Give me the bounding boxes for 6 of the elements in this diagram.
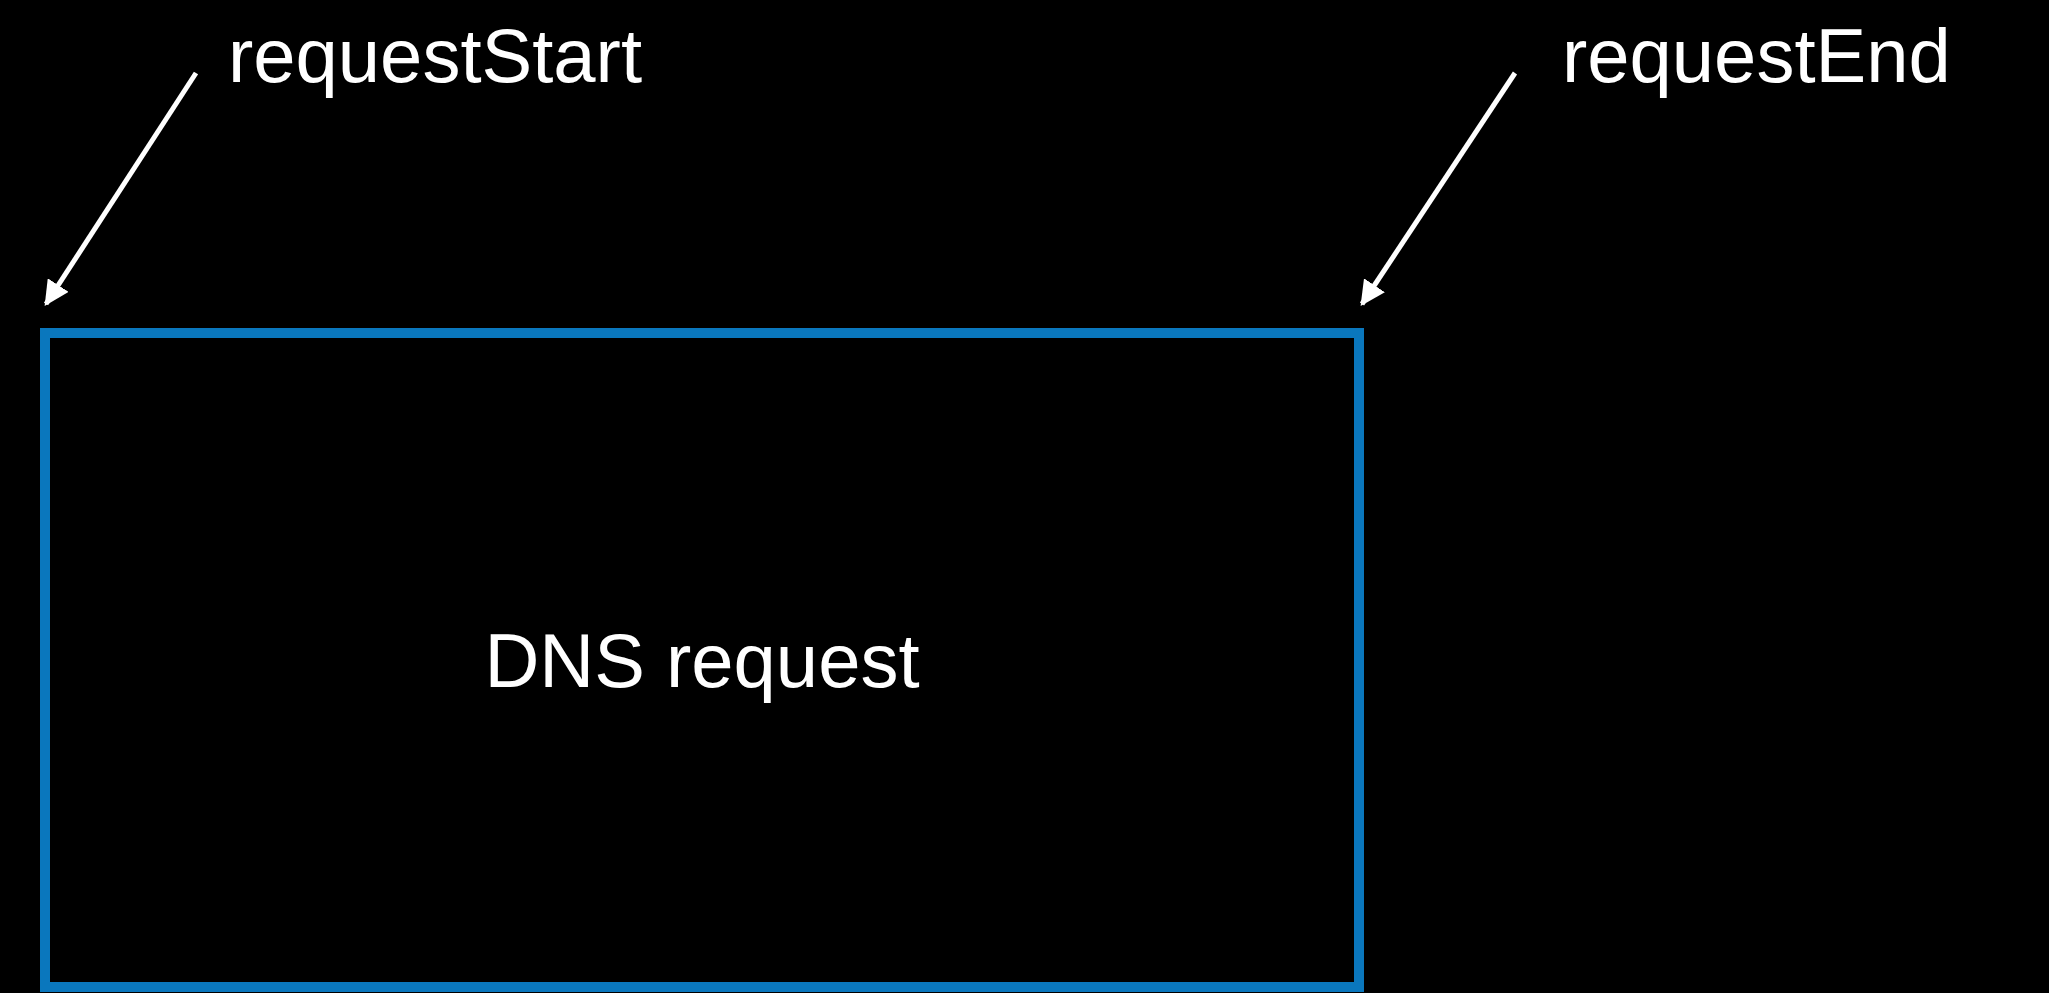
callout-label: requestEnd [1562, 18, 2007, 100]
callout-label: requestStart [228, 18, 698, 100]
box-label: DNS request [484, 616, 920, 704]
process-box [40, 328, 1364, 992]
arrow [1359, 71, 1518, 307]
arrow [43, 71, 199, 307]
